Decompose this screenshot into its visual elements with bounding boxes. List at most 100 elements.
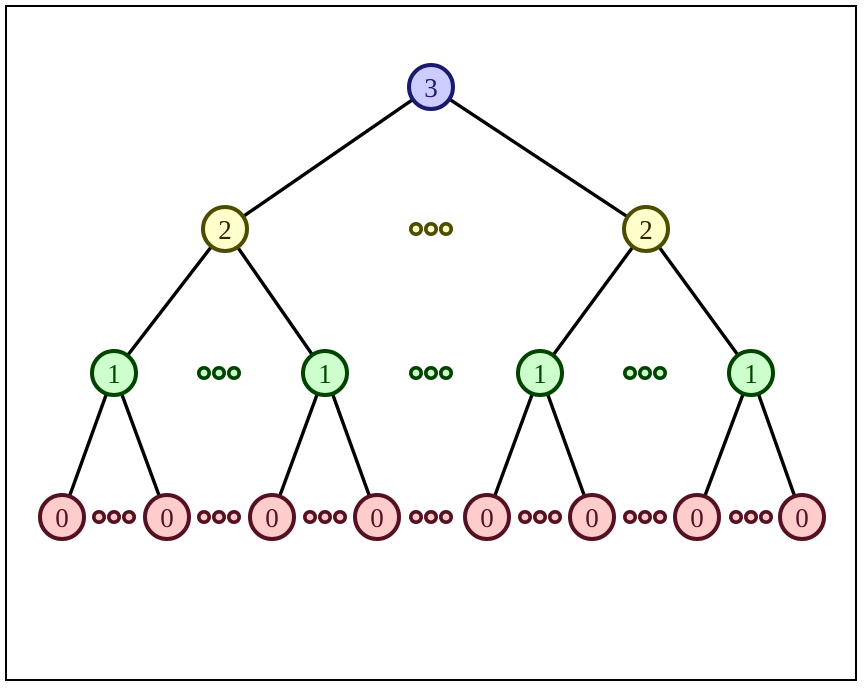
ellipsis-marker — [197, 365, 242, 380]
tree-node-level1-circle[interactable] — [90, 349, 138, 397]
tree-node-level2-label: 2 — [639, 215, 653, 245]
ellipsis-dot — [92, 509, 107, 524]
figure-frame — [5, 5, 857, 681]
ellipsis-marker — [408, 222, 453, 237]
ellipsis-dot — [197, 509, 212, 524]
tree-node-level2[interactable]: 2 — [201, 205, 249, 253]
tree-edge — [538, 227, 648, 375]
ellipsis-marker — [517, 509, 562, 524]
tree-node-level2-circle[interactable] — [201, 205, 249, 253]
ellipsis-dot — [532, 509, 547, 524]
tree-edge — [749, 371, 804, 519]
tree-edge — [644, 227, 753, 375]
ellipsis-dot — [227, 365, 242, 380]
ellipsis-marker — [92, 509, 137, 524]
ellipsis-dot — [438, 509, 453, 524]
ellipsis-dot — [212, 509, 227, 524]
ellipsis-dot — [622, 365, 637, 380]
tree-edge — [60, 371, 116, 519]
tree-edge — [695, 371, 753, 519]
nodes-group: 3 2 2 1 1 1 1 0 0 0 0 0 0 0 0 — [38, 63, 826, 541]
tree-node-leaf[interactable]: 0 — [568, 493, 616, 541]
edges-group — [60, 85, 804, 519]
tree-node-level1-circle[interactable] — [516, 349, 564, 397]
tree-node-leaf-circle[interactable] — [673, 493, 721, 541]
tree-node-leaf-label: 0 — [795, 503, 809, 533]
tree-edge — [485, 371, 542, 519]
tree-node-leaf-label: 0 — [585, 503, 599, 533]
ellipsis-dot — [408, 222, 423, 237]
ellipsis-dot — [438, 222, 453, 237]
tree-node-level1-label: 1 — [744, 359, 758, 389]
ellipsis-dot — [122, 509, 137, 524]
tree-node-level2[interactable]: 2 — [622, 205, 670, 253]
ellipsis-dot — [423, 222, 438, 237]
tree-node-level1[interactable]: 1 — [516, 349, 564, 397]
tree-node-level1[interactable]: 1 — [301, 349, 349, 397]
ellipsis-marker — [302, 509, 347, 524]
tree-node-level2-label: 2 — [218, 215, 232, 245]
tree-node-leaf[interactable]: 0 — [248, 493, 296, 541]
ellipsis-dot — [302, 509, 317, 524]
tree-node-leaf[interactable]: 0 — [38, 493, 86, 541]
ellipsis-dot — [332, 509, 347, 524]
tree-node-leaf-circle[interactable] — [143, 493, 191, 541]
tree-node-level1[interactable]: 1 — [727, 349, 775, 397]
tree-edge — [112, 371, 169, 519]
tree-node-level2-circle[interactable] — [622, 205, 670, 253]
tree-node-root-circle[interactable] — [407, 63, 455, 111]
ellipsis-marker — [728, 509, 773, 524]
tree-node-leaf-label: 0 — [265, 503, 279, 533]
ellipsis-dot — [107, 509, 122, 524]
tree-edge — [538, 371, 594, 519]
tree-node-root-label: 3 — [424, 73, 438, 103]
ellipsis-dot — [622, 509, 637, 524]
ellipsis-dot — [547, 509, 562, 524]
tree-node-leaf[interactable]: 0 — [463, 493, 511, 541]
ellipsis-marker — [197, 509, 242, 524]
tree-edge — [223, 85, 433, 231]
ellipsis-dot — [517, 509, 532, 524]
ellipsis-dot — [758, 509, 773, 524]
ellipsis-dot — [408, 365, 423, 380]
tree-node-leaf[interactable]: 0 — [673, 493, 721, 541]
tree-node-level1-label: 1 — [318, 359, 332, 389]
ellipsis-dot — [423, 509, 438, 524]
ellipsis-dot — [227, 509, 242, 524]
tree-node-leaf[interactable]: 0 — [353, 493, 401, 541]
tree-node-root[interactable]: 3 — [407, 63, 455, 111]
ellipsis-dot — [438, 365, 453, 380]
tree-edge — [270, 371, 327, 519]
ellipsis-dot — [652, 509, 667, 524]
tree-edge — [323, 371, 379, 519]
tree-node-leaf-circle[interactable] — [463, 493, 511, 541]
tree-edge — [429, 85, 648, 231]
ellipsis-marker — [408, 365, 453, 380]
tree-node-leaf-circle[interactable] — [778, 493, 826, 541]
tree-node-leaf-label: 0 — [55, 503, 69, 533]
tree-node-leaf-circle[interactable] — [353, 493, 401, 541]
tree-node-level1[interactable]: 1 — [90, 349, 138, 397]
ellipsis-marker — [622, 509, 667, 524]
ellipsis-dot — [423, 365, 438, 380]
tree-node-level1-label: 1 — [533, 359, 547, 389]
tree-node-level1-circle[interactable] — [301, 349, 349, 397]
tree-edge — [223, 227, 327, 375]
ellipses-group — [92, 222, 773, 524]
tree-node-level1-label: 1 — [107, 359, 121, 389]
tree-node-leaf-circle[interactable] — [248, 493, 296, 541]
ellipsis-dot — [637, 509, 652, 524]
tree-node-leaf-label: 0 — [370, 503, 384, 533]
ellipsis-marker — [622, 365, 667, 380]
tree-node-leaf[interactable]: 0 — [778, 493, 826, 541]
tree-node-level1-circle[interactable] — [727, 349, 775, 397]
ellipsis-dot — [652, 365, 667, 380]
tree-node-leaf-label: 0 — [690, 503, 704, 533]
tree-node-leaf-circle[interactable] — [568, 493, 616, 541]
tree-node-leaf[interactable]: 0 — [143, 493, 191, 541]
ellipsis-dot — [743, 509, 758, 524]
tree-node-leaf-circle[interactable] — [38, 493, 86, 541]
ellipsis-dot — [317, 509, 332, 524]
